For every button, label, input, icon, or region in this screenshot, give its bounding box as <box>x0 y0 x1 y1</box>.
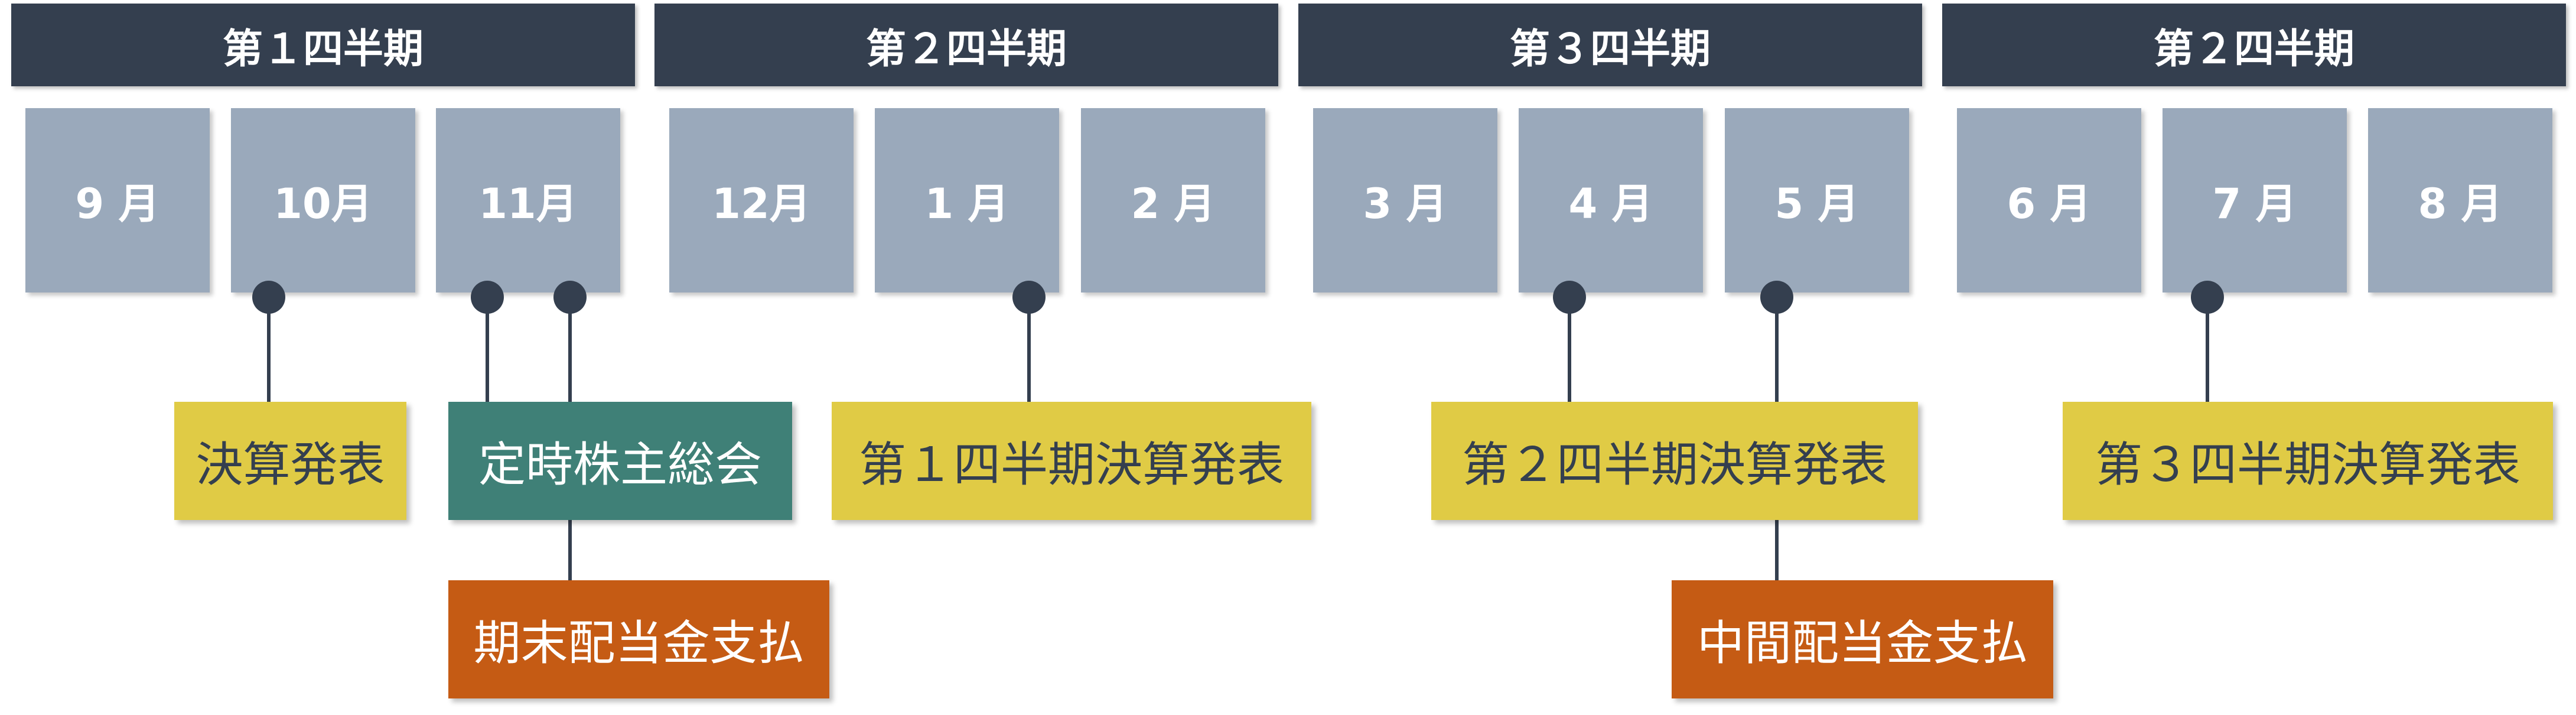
quarter-header-q2: 第２四半期 <box>654 4 1278 86</box>
month-tile-sep: 9 月 <box>25 108 210 292</box>
month-tile-oct: 10月 <box>231 108 415 292</box>
connector-dot <box>1012 281 1046 314</box>
month-tile-mar: 3 月 <box>1313 108 1497 292</box>
quarter-header-q4: 第２四半期 <box>1942 4 2566 86</box>
month-tile-may: 5 月 <box>1725 108 1909 292</box>
quarter-header-q3: 第３四半期 <box>1298 4 1922 86</box>
quarter-header-q1: 第１四半期 <box>11 4 635 86</box>
month-tile-apr: 4 月 <box>1519 108 1703 292</box>
event-q3-earnings-announcement: 第３四半期決算発表 <box>2063 402 2553 520</box>
event-earnings-announcement: 決算発表 <box>174 402 406 520</box>
connector-dot <box>471 281 504 314</box>
month-tile-aug: 8 月 <box>2368 108 2552 292</box>
event-q1-earnings-announcement: 第１四半期決算発表 <box>832 402 1311 520</box>
connector-dot <box>1553 281 1586 314</box>
connector-dot <box>1760 281 1793 314</box>
event-annual-shareholders-meeting: 定時株主総会 <box>448 402 792 520</box>
event-interim-dividend-payment: 中間配当金支払 <box>1672 580 2053 698</box>
event-year-end-dividend-payment: 期末配当金支払 <box>448 580 829 698</box>
connector-dot <box>2191 281 2224 314</box>
month-tile-jul: 7 月 <box>2163 108 2347 292</box>
month-tile-jun: 6 月 <box>1957 108 2141 292</box>
connector-dot <box>553 281 587 314</box>
month-tile-dec: 12月 <box>669 108 854 292</box>
month-tile-feb: 2 月 <box>1081 108 1265 292</box>
connector-dot <box>252 281 285 314</box>
month-tile-nov: 11月 <box>436 108 620 292</box>
event-q2-earnings-announcement: 第２四半期決算発表 <box>1431 402 1918 520</box>
month-tile-jan: 1 月 <box>875 108 1059 292</box>
